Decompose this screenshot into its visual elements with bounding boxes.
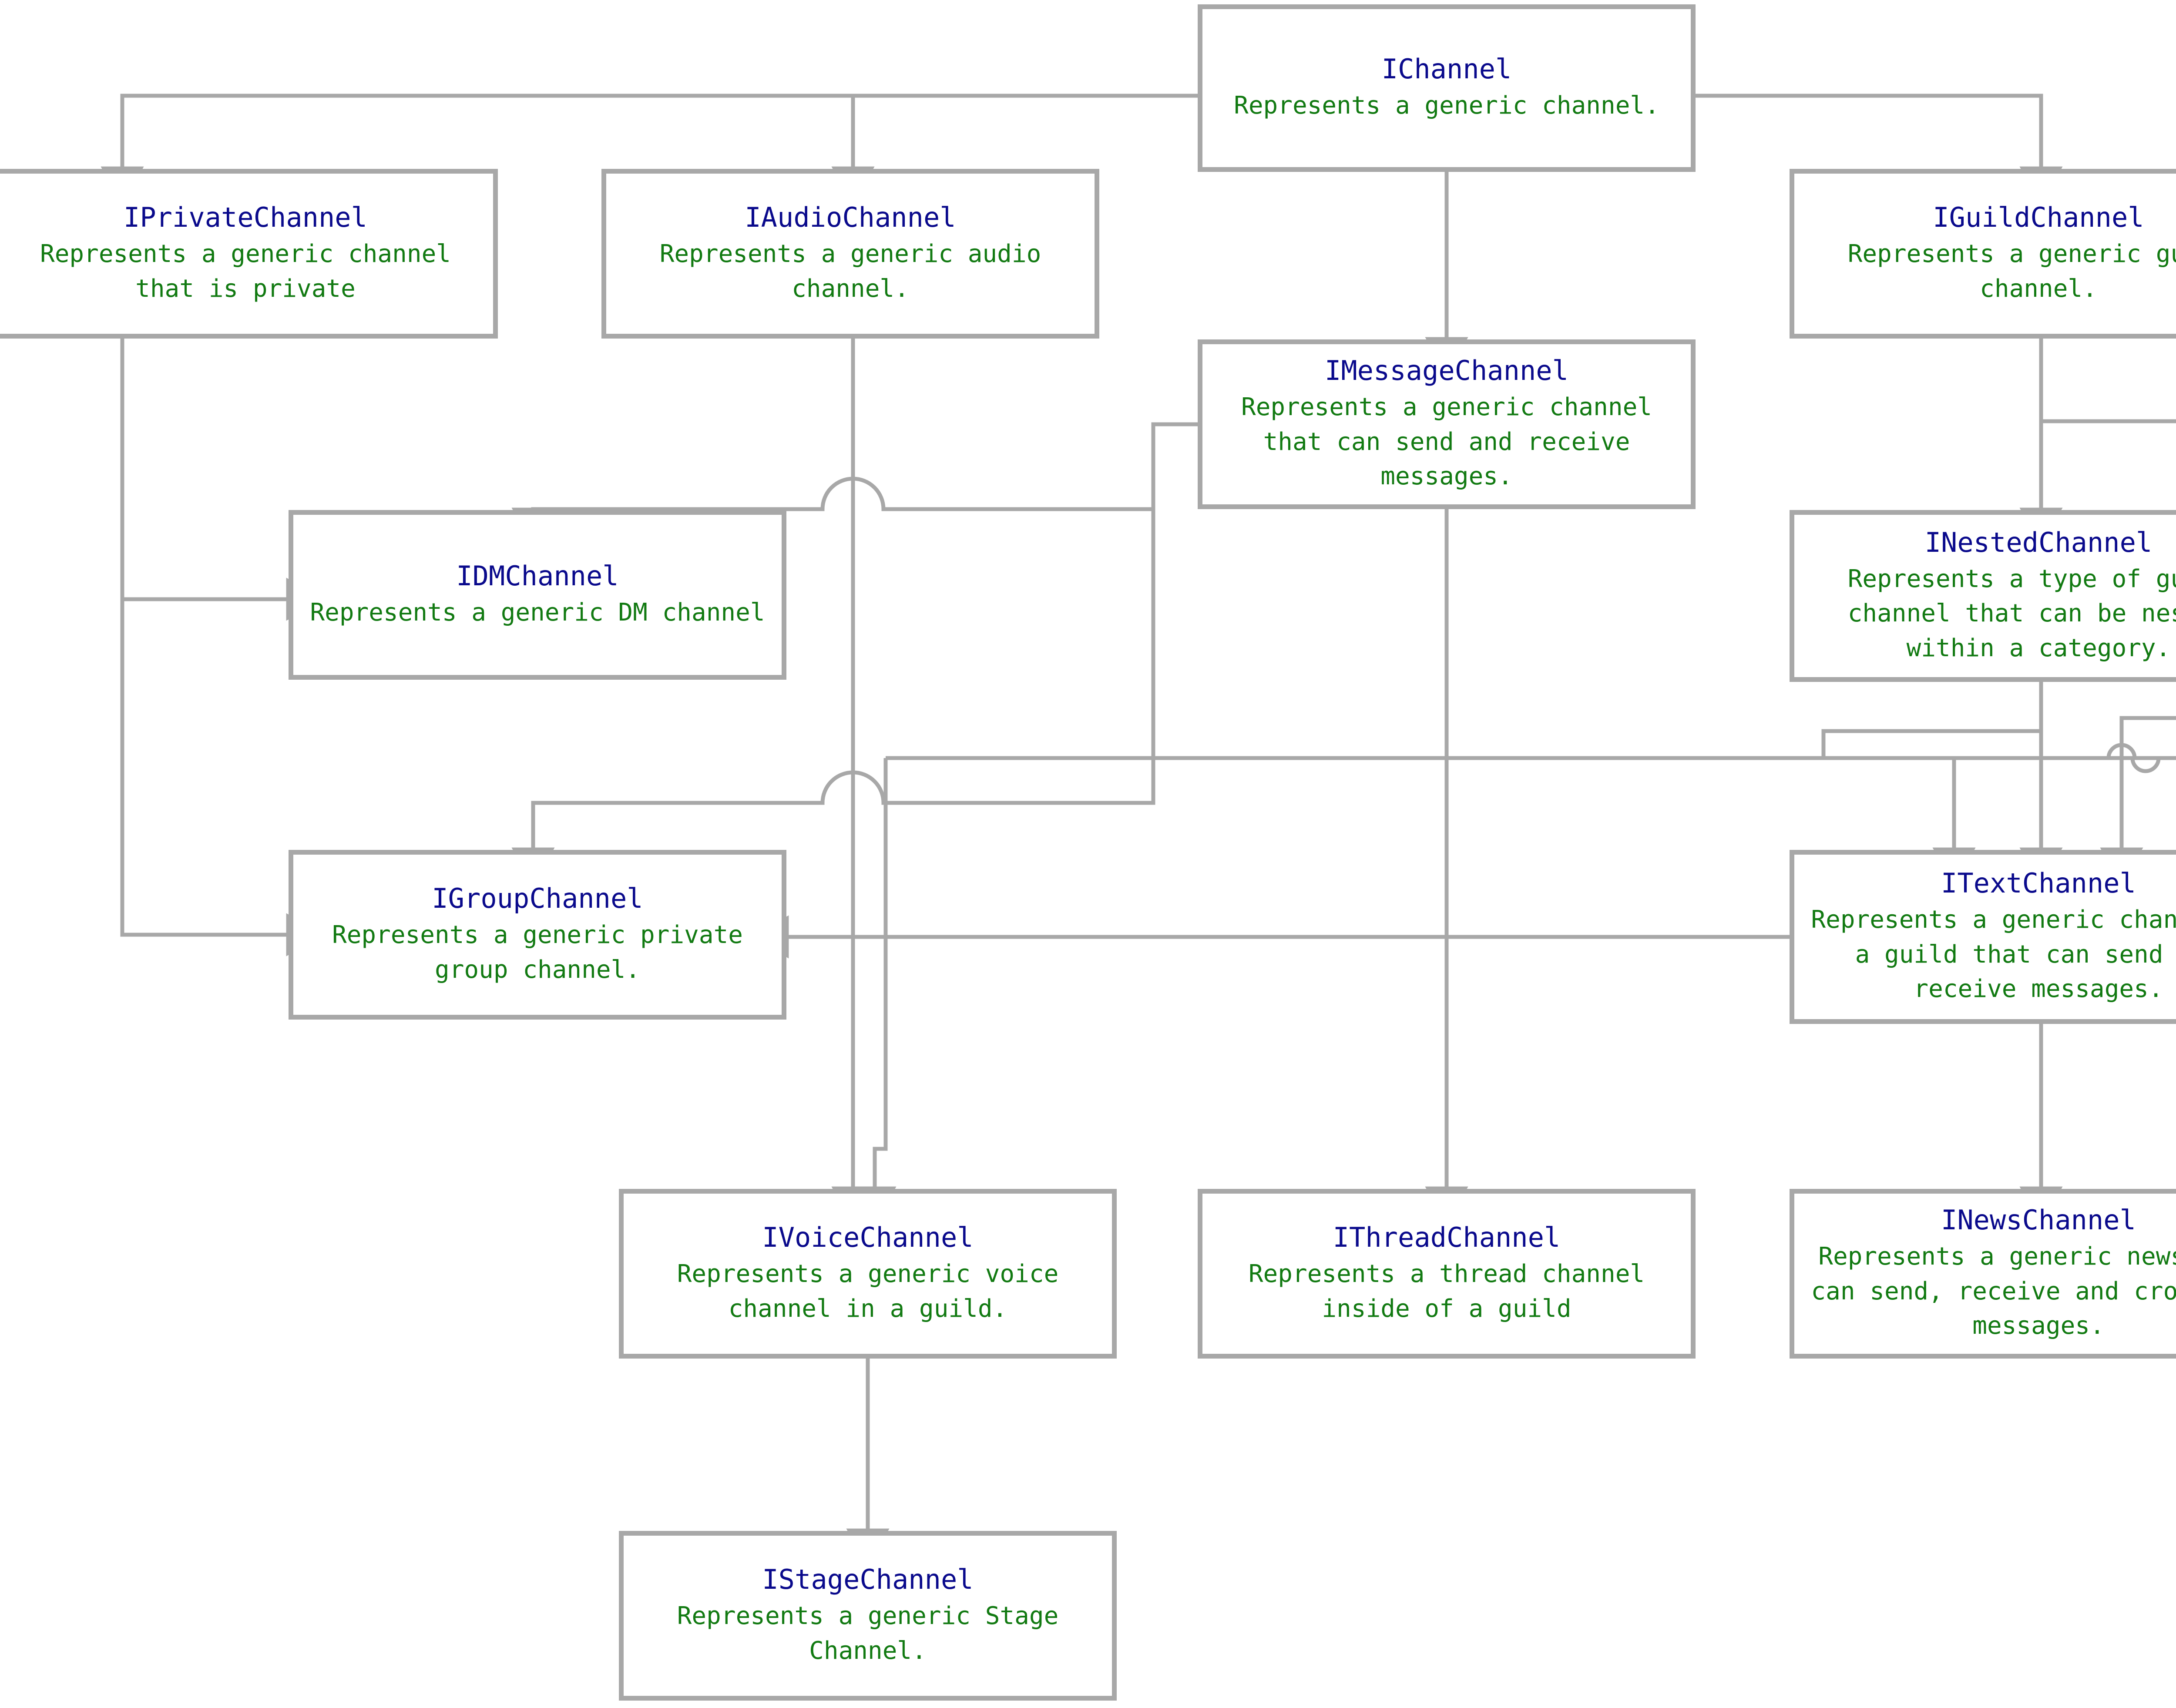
node-description: Represents a generic channel in a guild … [1811,906,2176,1003]
node-title: IAudioChannel [745,201,956,233]
node-description: Represents a generic DM channel [310,598,765,627]
node-istagechannel[interactable]: IStageChannel Represents a generic Stage… [619,1531,1117,1701]
node-itextchannel[interactable]: ITextChannel Represents a generic channe… [1790,850,2176,1024]
node-title: IChannel [1381,53,1512,85]
node-description: Represents a generic private group chann… [332,921,743,984]
node-iguildchannel[interactable]: IGuildChannel Represents a generic guild… [1790,169,2176,339]
edge-iintegrationchannel-itextchannel [2100,716,2176,887]
node-title: INestedChannel [1924,526,2152,558]
node-description: Represents a generic channel that can se… [1241,393,1652,491]
node-description: Represents a type of guild channel that … [1847,564,2176,662]
node-title: IStageChannel [762,1563,974,1595]
node-title: IPrivateChannel [124,201,367,233]
node-title: IThreadChannel [1333,1221,1561,1253]
node-inestedchannel[interactable]: INestedChannel Represents a type of guil… [1790,510,2176,682]
node-ivoicechannel[interactable]: IVoiceChannel Represents a generic voice… [619,1189,1117,1359]
node-imessagechannel[interactable]: IMessageChannel Represents a generic cha… [1198,339,1696,509]
edge-iprivatechannel-igroupchannel [120,599,326,956]
node-ichannel[interactable]: IChannel Represents a generic channel. [1198,4,1696,172]
node-description: Represents a thread channel inside of a … [1248,1260,1645,1323]
node-description: Represents a generic guild channel. [1847,240,2176,303]
edge-stub-f [1821,682,2043,758]
node-title: IGuildChannel [1933,201,2144,233]
node-title: IVoiceChannel [762,1221,974,1253]
node-description: Represents a generic voice channel in a … [677,1260,1059,1323]
node-description: Represents a generic channel. [1234,91,1659,120]
node-title: ITextChannel [1941,867,2136,899]
node-title: IDMChannel [456,560,619,592]
node-iaudiochannel[interactable]: IAudioChannel Represents a generic audio… [601,169,1099,339]
node-title: IGroupChannel [432,882,643,914]
node-description: Represents a generic news that can send,… [1811,1242,2176,1340]
node-igroupchannel[interactable]: IGroupChannel Represents a generic priva… [289,850,786,1020]
node-description: Represents a generic audio channel. [659,240,1041,303]
edge-iguildchannel-iintegrationchannel [2041,419,2176,423]
node-iprivatechannel[interactable]: IPrivateChannel Represents a generic cha… [0,169,498,339]
node-ithreadchannel[interactable]: IThreadChannel Represents a thread chann… [1198,1189,1696,1359]
node-idmchannel[interactable]: IDMChannel Represents a generic DM chann… [289,510,786,680]
node-title: IMessageChannel [1325,355,1568,387]
edge-imessagechannel-idmchannel [511,422,1198,547]
edge-iprivatechannel-idmchannel [120,339,326,621]
node-description: Represents a generic channel that is pri… [40,240,451,303]
node-description: Represents a generic Stage Channel. [677,1602,1059,1665]
edge-inestedchannel-ivoicechannel [853,758,897,1226]
node-inewschannel[interactable]: INewsChannel Represents a generic news t… [1790,1189,2176,1359]
edge-inestedchannel-iforumchannel [2041,743,2176,760]
edge-stub-d [2041,756,2161,773]
node-title: INewsChannel [1941,1204,2136,1236]
